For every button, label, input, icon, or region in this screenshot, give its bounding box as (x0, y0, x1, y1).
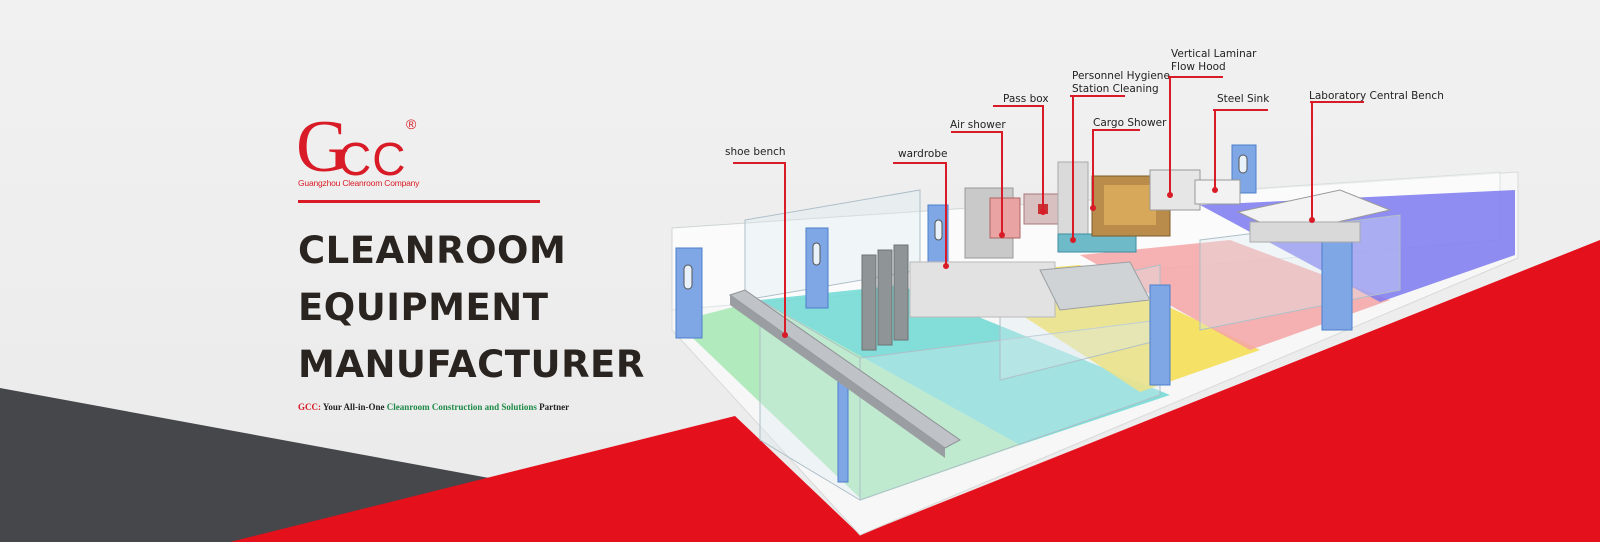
gcc-logo: G CC ® Guangzhou Cleanroom Company (296, 110, 438, 193)
callout-personnel-hygiene-line2: Station Cleaning (1072, 83, 1159, 95)
tagline: GCC: Your All-in-One Cleanroom Construct… (298, 402, 569, 412)
callout-laminar-line1: Vertical Laminar (1171, 48, 1257, 60)
callout-wardrobe: wardrobe (898, 148, 948, 160)
callout-steel-sink: Steel Sink (1217, 93, 1270, 105)
laminar-flow-hood (1149, 169, 1201, 211)
tagline-brand: GCC: (298, 402, 321, 412)
callout-laminar-line2: Flow Hood (1171, 61, 1226, 73)
callout-lab-bench: Laboratory Central Bench (1309, 90, 1444, 102)
red-wedge (230, 240, 1600, 542)
headline-line-2: EQUIPMENT (298, 286, 549, 329)
callout-personnel-hygiene-line1: Personnel Hygiene (1072, 70, 1170, 82)
lab-bench-base (1249, 221, 1361, 243)
doors (675, 144, 1353, 483)
door-windows (683, 154, 1248, 290)
callout-leaders (733, 76, 1364, 335)
dark-gray-wedge (0, 388, 500, 542)
logo-initial: G (296, 106, 350, 188)
floor-zone-pink (1080, 240, 1390, 350)
callout-cargo-shower: Cargo Shower (1093, 117, 1167, 129)
tagline-text-2: Partner (536, 402, 570, 412)
callout-laminar-flow-hood: Vertical Laminar Flow Hood (1171, 48, 1256, 74)
callout-air-shower: Air shower (950, 119, 1006, 131)
logo-letters: CC (338, 133, 407, 185)
wardrobe (861, 244, 909, 351)
air-shower-panel (989, 197, 1021, 239)
equipment-cabinet (909, 261, 1056, 318)
steel-sink (1194, 179, 1241, 205)
headline-line-1: CLEANROOM (298, 229, 567, 272)
logo-company-name: Guangzhou Cleanroom Company (298, 178, 420, 188)
headline-line-3: MANUFACTURER (298, 343, 645, 386)
callout-personnel-hygiene: Personnel Hygiene Station Cleaning (1072, 70, 1170, 96)
stainless-counter (1039, 261, 1151, 311)
callout-shoe-bench: shoe bench (725, 146, 786, 158)
callout-dots (782, 187, 1315, 338)
cargo-shower-inner (1104, 185, 1156, 225)
tagline-text-1: Your All-in-One (321, 402, 387, 412)
tagline-highlight: Cleanroom Construction and Solutions (386, 402, 537, 412)
registered-mark: ® (406, 116, 417, 132)
callout-pass-box: Pass box (1003, 93, 1049, 105)
logo-underline (298, 200, 540, 203)
hygiene-panel (1057, 233, 1137, 253)
page-title: CLEANROOM EQUIPMENT MANUFACTURER (298, 222, 645, 393)
